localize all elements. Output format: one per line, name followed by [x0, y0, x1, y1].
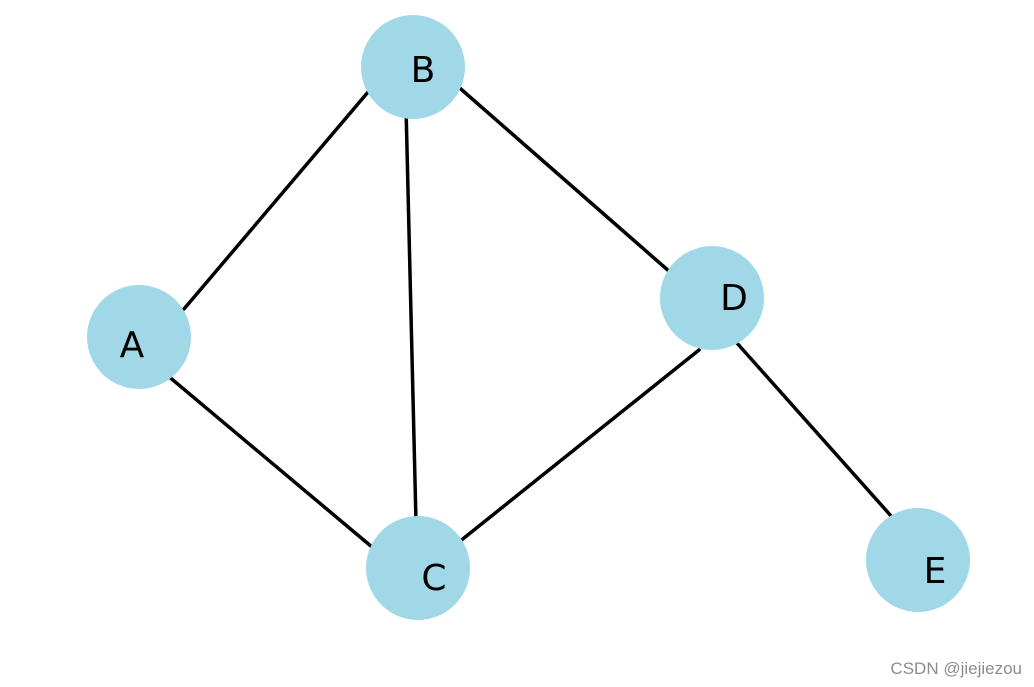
edge-a-c [159, 368, 374, 549]
node-circle-b [361, 15, 465, 119]
node-label-a: A [120, 325, 145, 366]
node-circle-c [366, 516, 470, 620]
node-d: D [660, 246, 764, 350]
edge-a-b [182, 83, 376, 311]
watermark-text: CSDN @jiejiezou [890, 659, 1022, 678]
node-circle-d [660, 246, 764, 350]
node-label-b: B [411, 50, 436, 91]
node-circle-e [866, 508, 970, 612]
edge-c-d [452, 348, 701, 548]
node-b: B [361, 15, 465, 119]
nodes-layer: A B C D E [87, 15, 970, 620]
node-label-c: C [421, 558, 446, 599]
edge-b-d [452, 81, 672, 274]
node-label-d: D [720, 278, 748, 319]
node-c: C [366, 516, 470, 620]
node-a: A [87, 285, 191, 389]
edge-d-e [726, 331, 894, 519]
edges-layer [159, 81, 894, 549]
node-label-e: E [924, 551, 947, 592]
node-e: E [866, 508, 970, 612]
node-circle-a [87, 285, 191, 389]
edge-b-c [404, 105, 418, 524]
